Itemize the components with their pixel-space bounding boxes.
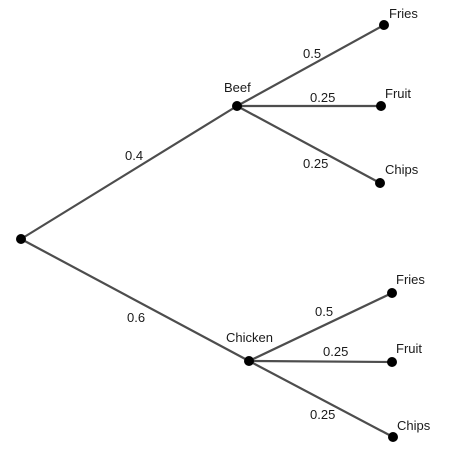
chicken-fries-probability: 0.5	[315, 304, 333, 319]
edge-chicken-fruit	[247, 359, 394, 364]
chicken-probability: 0.6	[127, 310, 145, 325]
chicken-chips-label: Chips	[397, 418, 431, 433]
beef-fries-label: Fries	[389, 6, 418, 21]
beef-fries-node	[379, 20, 389, 30]
chicken-fries-node	[387, 288, 397, 298]
chicken-fruit-probability: 0.25	[323, 344, 348, 359]
chicken-chips-probability: 0.25	[310, 407, 335, 422]
edge-beef-fries	[235, 23, 386, 108]
chicken-fruit-node	[387, 357, 397, 367]
chicken-label: Chicken	[226, 330, 273, 345]
edge-beef-chips	[235, 104, 382, 185]
beef-fruit-probability: 0.25	[310, 90, 335, 105]
beef-node	[232, 101, 242, 111]
edge-chicken-fries	[247, 291, 394, 363]
chicken-fries-label: Fries	[396, 272, 425, 287]
beef-label: Beef	[224, 80, 251, 95]
beef-probability: 0.4	[125, 148, 143, 163]
beef-chips-node	[375, 178, 385, 188]
beef-fruit-node	[376, 101, 386, 111]
root-node	[16, 234, 26, 244]
edge-root-beef	[19, 104, 239, 241]
beef-chips-label: Chips	[385, 162, 419, 177]
chicken-chips-node	[388, 432, 398, 442]
beef-chips-probability: 0.25	[303, 156, 328, 171]
beef-fries-probability: 0.5	[303, 46, 321, 61]
chicken-fruit-label: Fruit	[396, 341, 422, 356]
chicken-node	[244, 356, 254, 366]
edge-root-chicken	[19, 237, 251, 363]
beef-fruit-label: Fruit	[385, 86, 411, 101]
edge-chicken-chips	[247, 359, 395, 439]
